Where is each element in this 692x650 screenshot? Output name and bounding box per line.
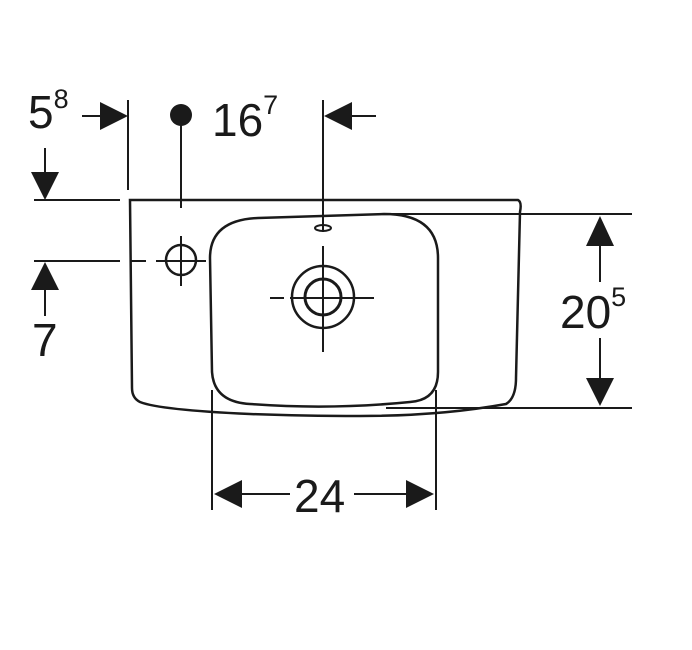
arrow-depth (586, 216, 614, 406)
extension-lines (34, 100, 632, 510)
bowl-outline (208, 212, 440, 408)
arrow-tap-offset (324, 102, 376, 130)
basin-outline (128, 198, 522, 418)
arrow-left-offset (82, 102, 128, 130)
arrow-tap-height-up (31, 262, 59, 316)
tap-offset-label: 167 (212, 90, 278, 146)
left-offset-label: 58 (28, 84, 69, 138)
depth-label: 205 (560, 282, 626, 338)
drain (270, 246, 374, 352)
tap-height-label: 7 (32, 314, 58, 366)
arrow-width (214, 480, 434, 508)
arrow-top-edge-down (31, 148, 59, 200)
tap-marker-icon (170, 104, 192, 126)
width-label: 24 (294, 470, 345, 522)
tap-hole (130, 236, 206, 286)
